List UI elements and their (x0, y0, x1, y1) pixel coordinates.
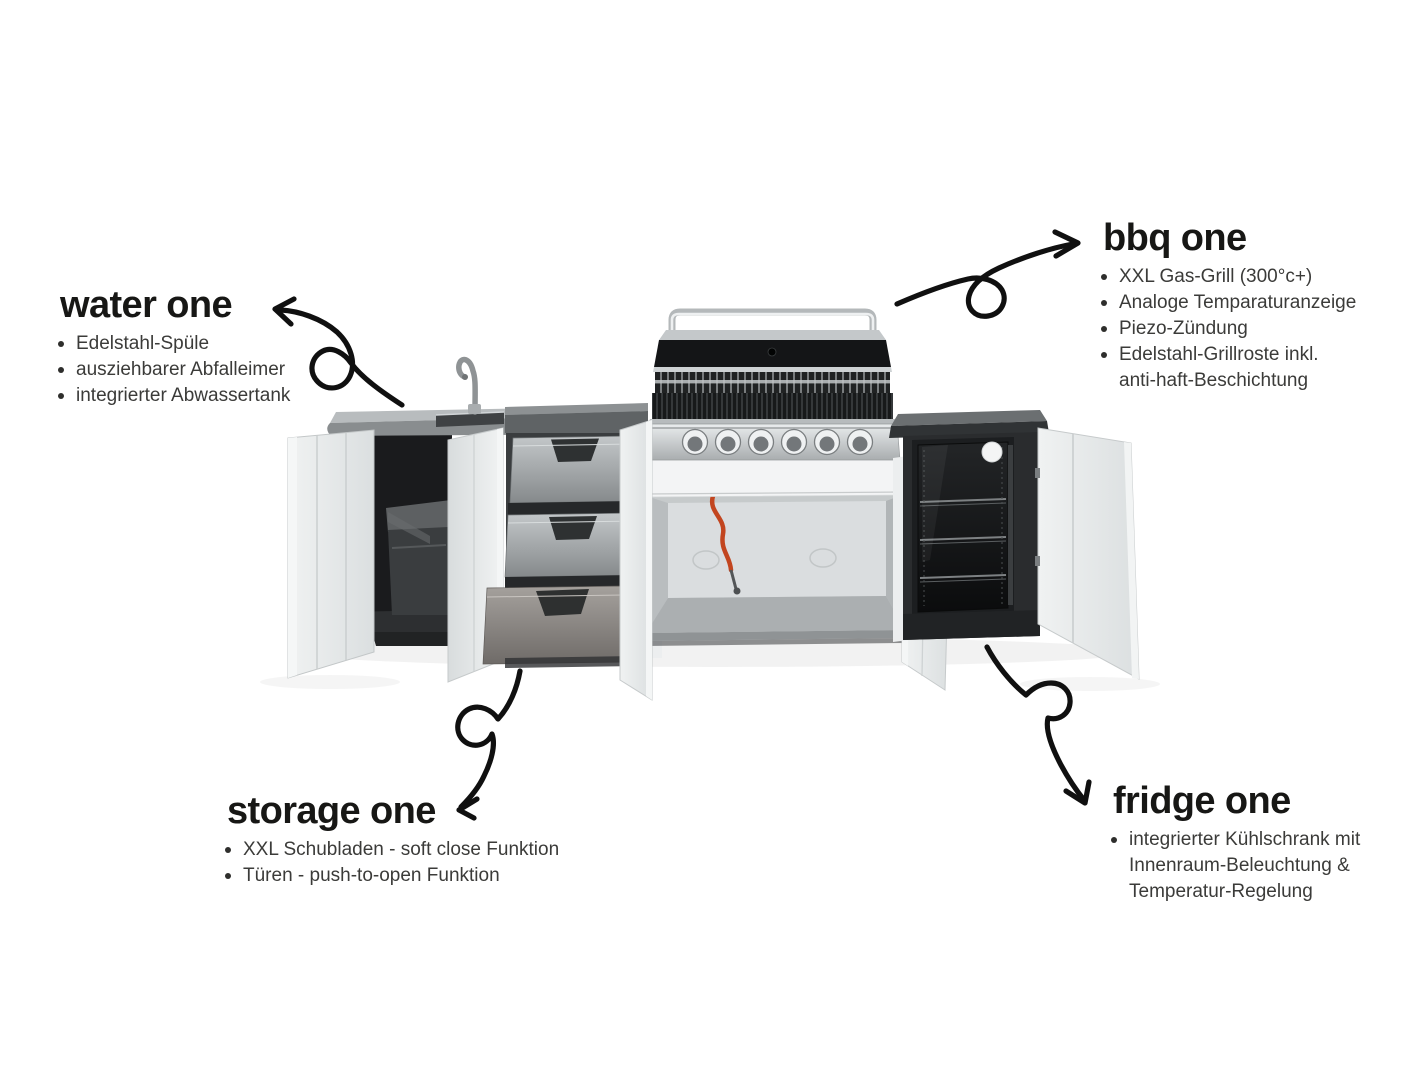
drawer-gap (505, 575, 638, 589)
drawer-top (509, 435, 635, 504)
gas-hose (709, 493, 741, 595)
annotation-title-bbq: bbq one (1103, 217, 1247, 259)
feature-list-water: Edelstahl-Spüle ausziehbarer Abfalleimer… (58, 331, 338, 409)
annotation-title-fridge: fridge one (1113, 780, 1291, 822)
fridge-shelves (919, 445, 1007, 606)
grill-front-band (645, 457, 906, 498)
bullet-dot (1101, 274, 1107, 280)
fridge-logo-badge (981, 441, 1003, 463)
gas-grill (644, 308, 901, 461)
feature-list-bbq: XXL Gas-Grill (300°c+) Analoge Temparatu… (1101, 264, 1401, 394)
feature-item: XXL Gas-Grill (300°c+) (1101, 264, 1401, 290)
arrowhead (456, 796, 480, 821)
fridge-door-open (1035, 427, 1140, 680)
arrowhead (1052, 229, 1081, 259)
fridge-module (889, 410, 1140, 680)
grill-cabinet (646, 493, 905, 646)
fridge-base (903, 610, 1040, 640)
annotation-title-storage: storage one (227, 790, 436, 832)
feature-item: ausziehbarer Abfalleimer (58, 357, 338, 383)
plinth (372, 632, 452, 646)
grill-lid-shell (659, 330, 886, 340)
annotation-water-one: water one Edelstahl-Spüle ausziehbarer A… (58, 286, 338, 409)
bullet-dot (225, 873, 231, 879)
annotation-storage-one: storage one XXL Schubladen - soft close … (225, 792, 605, 889)
bullet-dot (1101, 352, 1107, 358)
feature-item: Edelstahl-Spüle (58, 331, 338, 357)
bullet-dot (1111, 837, 1117, 843)
annotation-bbq-one: bbq one XXL Gas-Grill (300°c+) Analoge T… (1101, 219, 1401, 394)
grill-grates (652, 393, 893, 419)
drawer-counter (505, 403, 648, 433)
arrow-bbq (894, 229, 1081, 319)
feature-item: XXL Schubladen - soft close Funktion (225, 837, 605, 863)
feature-item: integrierter Abwassertank (58, 383, 338, 409)
drawer-bottom (482, 585, 628, 665)
water-door-left (287, 429, 375, 679)
bullet-dot (58, 393, 64, 399)
arrow-storage (455, 668, 523, 821)
bullet-dot (1101, 300, 1107, 306)
bullet-dot (58, 341, 64, 347)
sink-faucet (456, 356, 481, 415)
arrows (272, 229, 1092, 821)
feature-item: Edelstahl-Grillroste inkl.anti-haft-Besc… (1101, 342, 1401, 394)
bbq-door-left (619, 419, 653, 701)
arrowhead (272, 296, 297, 327)
drawer-gap (508, 501, 636, 516)
arrow-fridge (984, 644, 1092, 806)
arrowhead (1063, 779, 1092, 806)
fridge-glass-door (917, 441, 1009, 613)
feature-item: Analoge Temparaturanzeige (1101, 290, 1401, 316)
feature-item: Türen - push-to-open Funktion (225, 863, 605, 889)
bullet-dot (1101, 326, 1107, 332)
bullet-dot (225, 847, 231, 853)
feature-list-storage: XXL Schubladen - soft close Funktion Tür… (225, 837, 605, 889)
feature-item: Piezo-Zündung (1101, 316, 1401, 342)
drawer-middle (504, 512, 639, 578)
sink-basin (436, 412, 504, 427)
grill-knobs (681, 428, 874, 456)
annotation-title-water: water one (60, 284, 233, 326)
storage-module (482, 403, 648, 668)
fridge-door-handle (1008, 445, 1013, 605)
trash-bin (386, 500, 451, 615)
bullet-dot (58, 367, 64, 373)
arrow-water (272, 296, 405, 408)
drawer-under-shadow (505, 656, 640, 668)
